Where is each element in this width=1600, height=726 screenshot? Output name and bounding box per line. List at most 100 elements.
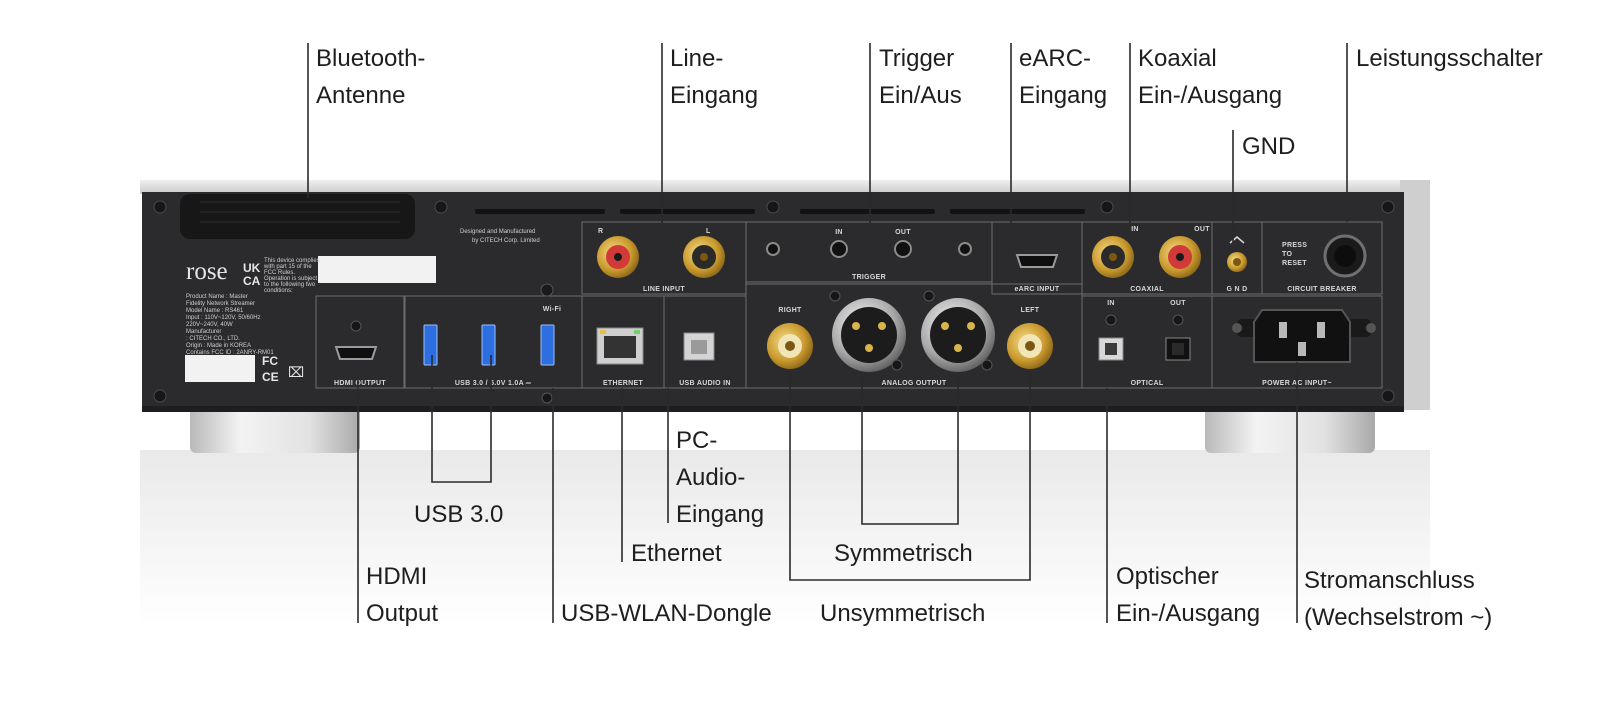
vent-slots	[475, 209, 1085, 214]
label-line-l: L	[706, 228, 711, 235]
compliance-line-1: with part 15 of the	[263, 264, 312, 270]
label-trigger-in: IN	[835, 229, 843, 236]
label-analog-output: ANALOG OUTPUT	[882, 380, 947, 387]
info-line-2: Model Name : RS461	[186, 308, 244, 314]
xlr-right	[829, 290, 906, 372]
label-line-input: LINE INPUT	[643, 286, 685, 293]
label-line-r: R	[598, 228, 603, 235]
label-hdmi-output: HDMI OUTPUT	[334, 380, 386, 387]
label-ethernet: ETHERNET	[603, 380, 644, 387]
label-optical-in: IN	[1107, 300, 1115, 307]
label-circuit-breaker: CIRCUIT BREAKER	[1287, 286, 1356, 293]
label-coaxial-in: IN	[1131, 226, 1139, 233]
usb-audio-port	[683, 332, 715, 361]
label-press: PRESS	[1282, 242, 1307, 249]
callout-usb3: USB 3.0	[414, 501, 504, 528]
callout-ethernet: Ethernet	[631, 540, 722, 567]
info-line-3: Input : 110V~120V, 50/60Hz	[186, 315, 261, 321]
optical-ports	[1098, 314, 1191, 361]
designed-by-2: by CITECH Corp. Limited	[472, 238, 540, 244]
xlr-left	[921, 290, 995, 372]
hdmi-port	[334, 320, 378, 360]
label-gnd: G N D	[1227, 286, 1248, 293]
svg-text:FC: FC	[262, 354, 278, 368]
section-boxes	[315, 221, 1383, 389]
serial-sticker	[318, 256, 436, 283]
label-reset: RESET	[1282, 260, 1307, 267]
label-usb-audio-in: USB AUDIO IN	[679, 380, 731, 387]
shelf-reflection	[140, 450, 1430, 625]
callout-line-input: Line-Eingang	[670, 45, 759, 109]
info-line-1: Fidelity Network Streamer	[186, 301, 255, 307]
compliance-line-0: This device complies	[264, 258, 320, 264]
trigger-jacks	[766, 240, 972, 258]
label-optical: OPTICAL	[1131, 380, 1164, 387]
callout-circuit-breaker: Leistungsschalter	[1356, 45, 1543, 72]
info-line-6: : CITECH CO., LTD.	[186, 336, 240, 342]
label-left: LEFT	[1021, 307, 1040, 314]
callout-pc-audio: PC-Audio-Eingang	[676, 427, 765, 528]
label-optical-out: OUT	[1170, 300, 1186, 307]
label-to: TO	[1282, 251, 1292, 258]
label-coaxial-out: OUT	[1194, 226, 1210, 233]
compliance-line-5: conditions:	[264, 288, 293, 294]
coaxial-jacks	[1092, 236, 1201, 278]
callout-earc: eARC-Eingang	[1019, 45, 1108, 109]
label-wifi: Wi-Fi	[543, 306, 562, 313]
mark-ca: CA	[243, 274, 261, 288]
bluetooth-antenna	[180, 194, 415, 239]
earc-port	[1015, 254, 1059, 268]
compliance-line-2: FCC Rules.	[264, 270, 295, 276]
label-right: RIGHT	[778, 307, 802, 314]
label-usb: USB 3.0 / 5.0V 1.0A ═	[455, 380, 531, 387]
compliance-marks: FC CE ⌧	[262, 354, 304, 384]
svg-text:⌧: ⌧	[288, 364, 304, 380]
leader-lines	[307, 43, 1348, 623]
rca-analog-left	[1007, 323, 1053, 369]
top-cover	[140, 180, 1430, 194]
callout-unsymmetric: Unsymmetrisch	[820, 600, 986, 627]
power-inlet	[1232, 309, 1376, 363]
label-trigger-out: OUT	[895, 229, 911, 236]
callout-usb-wlan: USB-WLAN-Dongle	[561, 600, 772, 627]
info-line-8: Contains FCC ID : 2ANRY-RM01	[186, 350, 274, 356]
rca-analog-right	[767, 323, 813, 369]
callout-bluetooth-antenna: Bluetooth-Antenne	[316, 45, 426, 109]
wifi-antenna-jack	[540, 283, 554, 297]
designed-by-1: Designed and Manufactured	[460, 229, 535, 235]
callout-gnd: GND	[1242, 133, 1296, 160]
foot-right	[1205, 405, 1375, 453]
ethernet-port	[596, 327, 644, 365]
callout-power: Stromanschluss(Wechselstrom ~)	[1304, 567, 1493, 631]
circuit-breaker-button	[1323, 234, 1367, 278]
label-trigger: TRIGGER	[852, 274, 886, 281]
label-earc-input: eARC INPUT	[1014, 286, 1059, 293]
barcode-sticker	[185, 355, 255, 382]
brand-logo: rose	[186, 258, 228, 285]
mark-uk: UK	[243, 261, 261, 275]
info-line-5: Manufacturer	[186, 329, 221, 335]
side-cover	[1400, 180, 1430, 410]
panel-bottom-edge	[142, 406, 1404, 412]
compliance-line-4: to the following two	[264, 282, 316, 288]
info-line-0: Product Name : Master	[186, 294, 248, 300]
info-line-4: 220V~240V, 40W	[186, 322, 233, 328]
gnd-terminal	[1227, 236, 1247, 272]
svg-text:CE: CE	[262, 370, 279, 384]
compliance-line-3: Operation is subject	[264, 276, 317, 282]
wifi-mount-screw	[541, 392, 553, 404]
label-coaxial: COAXIAL	[1130, 286, 1164, 293]
line-input-jacks	[597, 236, 725, 278]
foot-left	[190, 405, 360, 453]
panel-screws	[153, 200, 1395, 403]
callout-symmetric: Symmetrisch	[834, 540, 973, 567]
info-line-7: Origin : Made in KOREA	[186, 343, 251, 349]
